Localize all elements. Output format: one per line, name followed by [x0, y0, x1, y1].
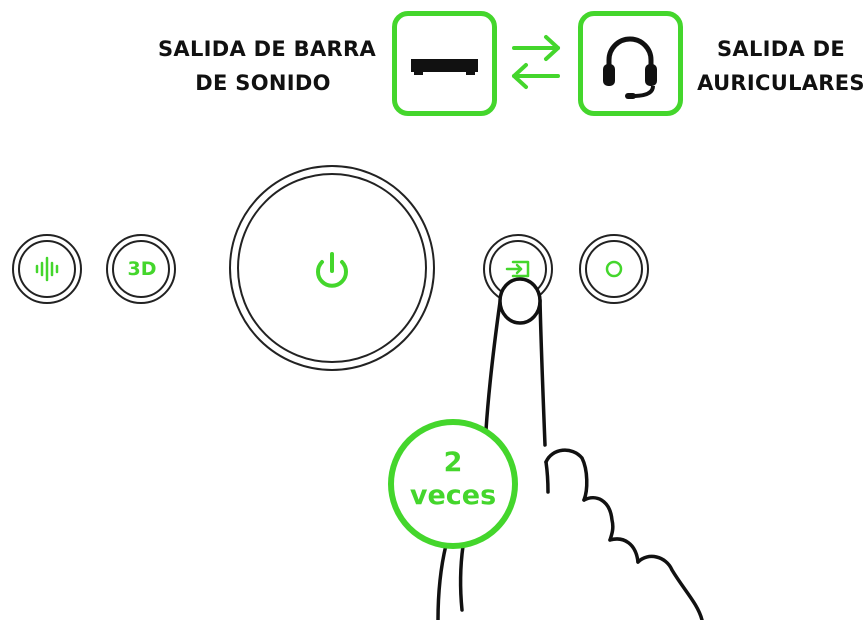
headset-output-label-line2: AURICULARES [697, 71, 865, 95]
soundbar-output-label: SALIDA DE BARRA DE SONIDO [158, 32, 377, 100]
headset-output-label: SALIDA DE AURICULARES [697, 32, 865, 100]
circle-icon [605, 260, 623, 278]
headset-output-box [578, 11, 683, 116]
input-source-icon [505, 260, 530, 278]
power-button[interactable] [229, 165, 435, 371]
press-count-badge: 2 veces [388, 419, 518, 549]
soundbar-icon [411, 59, 478, 75]
swap-arrows-icon [512, 35, 560, 89]
three-d-button[interactable] [106, 234, 176, 304]
power-icon [316, 252, 348, 288]
headset-mic-icon [603, 36, 657, 99]
soundbar-output-label-line2: DE SONIDO [195, 71, 331, 95]
soundbar-output-label-line1: SALIDA DE BARRA [158, 37, 377, 61]
three-d-label: 3D [127, 258, 157, 280]
sound-wave-icon [35, 256, 59, 282]
soundbar-output-box [392, 11, 497, 116]
mode-button[interactable] [579, 234, 649, 304]
eq-button[interactable] [12, 234, 82, 304]
headset-output-label-line1: SALIDA DE [716, 37, 846, 61]
press-count: 2 [443, 447, 463, 478]
press-count-unit: veces [409, 480, 497, 511]
